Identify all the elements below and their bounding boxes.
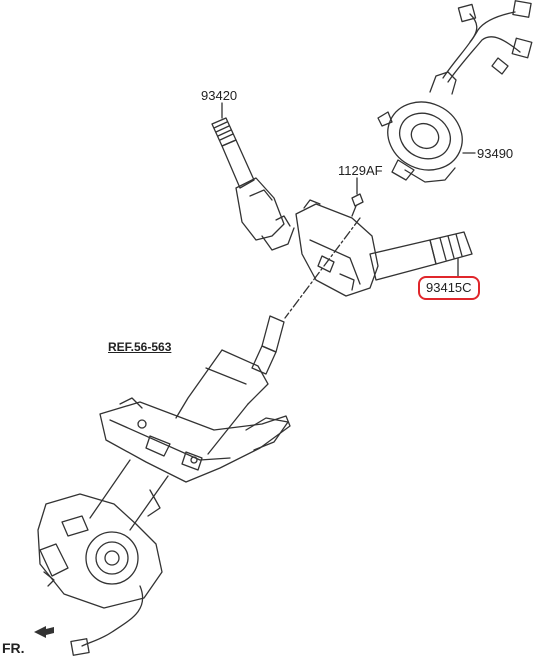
- ref-label: REF.56-563: [108, 340, 172, 354]
- steering-column: [37, 315, 291, 656]
- multifunction-switch-93420[interactable]: [211, 117, 295, 251]
- label-1129af: 1129AF: [338, 163, 383, 178]
- label-93415c-highlighted: 93415C: [418, 276, 480, 300]
- screw-1129af[interactable]: [351, 193, 364, 217]
- label-93420: 93420: [201, 88, 238, 103]
- label-93490: 93490: [477, 146, 514, 161]
- front-label: FR.: [2, 640, 25, 656]
- front-arrow-icon: [34, 626, 54, 638]
- clock-spring-93490[interactable]: [377, 0, 533, 183]
- switch-body: [295, 199, 379, 297]
- light-switch-93415c[interactable]: [369, 231, 473, 281]
